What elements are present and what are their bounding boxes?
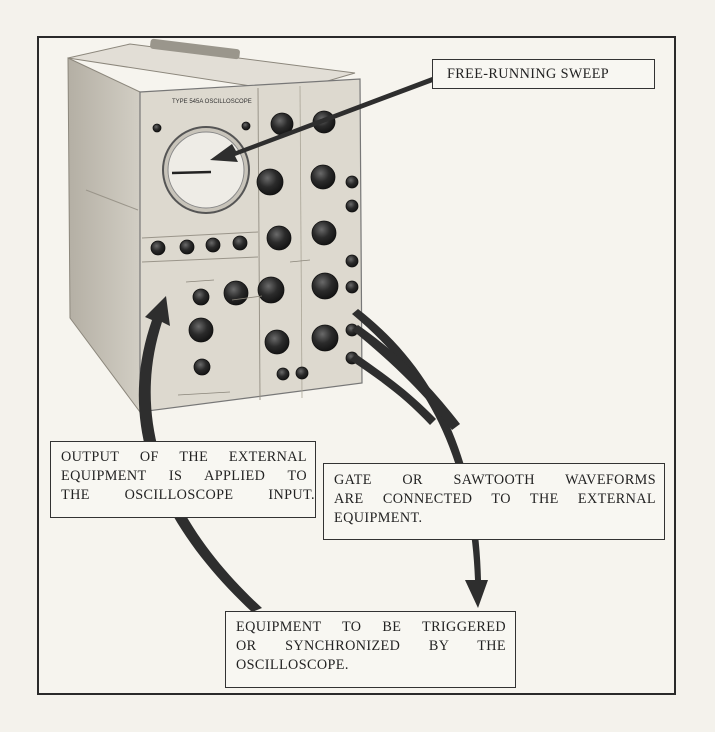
- knob: [346, 200, 358, 212]
- callout-triggered-equipment: EQUIPMENT TO BE TRIGGERED OR SYNCHRONIZE…: [225, 611, 516, 688]
- knob: [296, 367, 308, 379]
- knob: [277, 368, 289, 380]
- callout-line: GATE OR SAWTOOTH WAVEFORMS: [334, 471, 656, 490]
- knob: [193, 289, 209, 305]
- knob: [346, 255, 358, 267]
- callout-gate-sawtooth: GATE OR SAWTOOTH WAVEFORMS ARE CONNECTED…: [323, 463, 665, 540]
- crt-face: [168, 132, 244, 208]
- knob: [258, 277, 284, 303]
- callout-line: OR SYNCHRONIZED BY THE: [236, 637, 506, 656]
- knob: [242, 122, 250, 130]
- cabinet-side: [68, 58, 140, 412]
- knob: [151, 241, 165, 255]
- callout-line: THE OSCILLOSCOPE INPUT.: [61, 486, 315, 505]
- knob: [265, 330, 289, 354]
- callout-line: EQUIPMENT IS APPLIED TO: [61, 467, 307, 486]
- knob: [311, 165, 335, 189]
- knob: [180, 240, 194, 254]
- callout-line: EQUIPMENT TO BE TRIGGERED: [236, 618, 506, 637]
- callout-line: ARE CONNECTED TO THE EXTERNAL: [334, 490, 656, 509]
- callout-line: FREE-RUNNING SWEEP: [447, 65, 654, 84]
- callout-line: OUTPUT OF THE EXTERNAL: [61, 448, 307, 467]
- callout-line: EQUIPMENT.: [334, 509, 664, 528]
- crt-trace: [172, 172, 211, 173]
- callout-external-output: OUTPUT OF THE EXTERNAL EQUIPMENT IS APPL…: [50, 441, 316, 518]
- gate-arrow-2: [352, 325, 460, 430]
- knob: [346, 281, 358, 293]
- knob: [346, 176, 358, 188]
- knob: [206, 238, 220, 252]
- knob: [267, 226, 291, 250]
- knob: [189, 318, 213, 342]
- knob: [257, 169, 283, 195]
- gate-arrow-1: [352, 309, 488, 608]
- knob: [312, 221, 336, 245]
- knob: [312, 273, 338, 299]
- knob: [153, 124, 161, 132]
- callout-line: OSCILLOSCOPE.: [236, 656, 515, 675]
- knob: [312, 325, 338, 351]
- model-label: TYPE 545A OSCILLOSCOPE: [172, 99, 252, 105]
- knob: [233, 236, 247, 250]
- crt-screen: [163, 127, 249, 213]
- knob: [224, 281, 248, 305]
- callout-free-running-sweep: FREE-RUNNING SWEEP: [432, 59, 655, 89]
- knob: [194, 359, 210, 375]
